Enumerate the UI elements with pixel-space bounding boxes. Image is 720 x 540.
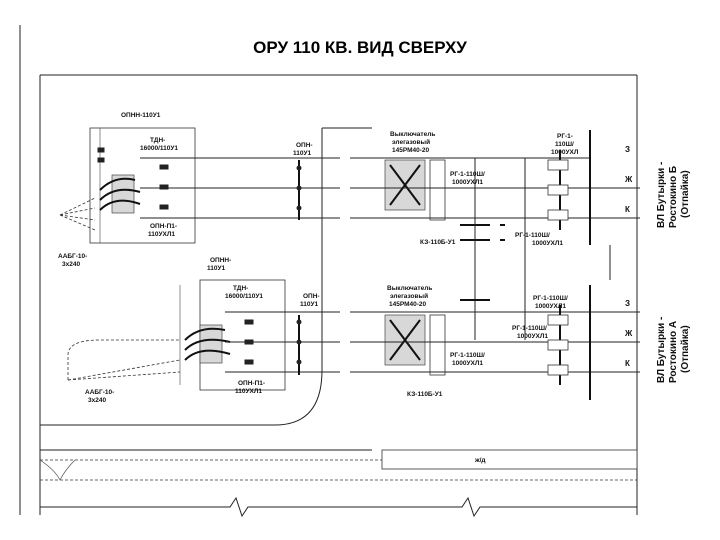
upper-line-label: ВЛ Бутырки - Ростокино Б (Отпайка) <box>656 159 691 228</box>
lower-phase-k: К <box>625 359 630 368</box>
rail-track-box <box>381 449 638 470</box>
lower-breaker-label: Выключатель элегазовый 145РМ40-20 <box>387 285 434 308</box>
lower-opn-label: ОПН- 110У1 <box>300 293 321 308</box>
upper-transformer-label: ТДН- 16000/110У1 <box>140 137 178 152</box>
upper-transformer-body <box>111 174 135 214</box>
access-road: ж/д <box>39 127 638 481</box>
lower-transformer-label: ТДН- 16000/110У1 <box>225 285 263 300</box>
upper-opn-label: ОПН- 110У1 <box>293 142 314 157</box>
upper-opnn-label: ОПНН-110У1 <box>121 112 161 119</box>
site-boundary <box>19 25 638 518</box>
upper-transformer-frame <box>89 127 196 244</box>
upper-phase-z: З <box>625 145 630 154</box>
upper-breaker-label: Выключатель элегазовый 145РМ40-20 <box>390 131 437 154</box>
lower-kz-label: КЗ-110Б-У1 <box>407 391 443 398</box>
upper-cable-label: ААБГ-10- 3х240 <box>58 253 89 268</box>
upper-rg-top-label: РГ-1- 110Ш/ 1000УХЛ <box>551 133 579 156</box>
upper-rg-bottom-label: РГ-1-110Ш/ 1000УХЛ1 <box>515 232 563 247</box>
lower-opnn-label: ОПНН- 110У1 <box>207 257 233 272</box>
upper-bay <box>59 127 640 340</box>
upper-phase-zh: Ж <box>624 175 633 184</box>
lower-opn-p1-label: ОПН-П1- 110УХЛ1 <box>235 380 267 395</box>
lower-rg-top-label: РГ-1-110Ш/ 1000УХЛ1 <box>533 295 570 310</box>
lower-rg-mid-label: РГ-1-110Ш/ 1000УХЛ1 <box>512 325 549 340</box>
lower-phase-z: З <box>625 299 630 308</box>
rail-label: ж/д <box>474 457 486 464</box>
lower-bay <box>67 279 640 400</box>
lower-transformer-body <box>199 324 223 364</box>
upper-opn-p1-label: ОПН-П1- 110УХЛ1 <box>148 223 179 238</box>
lower-rg-bottom-label: РГ-1-110Ш/ 1000УХЛ1 <box>450 352 487 367</box>
upper-rg-left-label: РГ-1-110Ш/ 1000УХЛ1 <box>450 171 487 186</box>
upper-kz-label: КЗ-110Б-У1 <box>420 239 456 246</box>
lower-phase-zh: Ж <box>624 329 633 338</box>
upper-phase-k: К <box>625 205 630 214</box>
page-title: ОРУ 110 КВ. ВИД СВЕРХУ <box>253 38 467 57</box>
lower-line-label: ВЛ Бутырки - Ростокино А (Отпайка) <box>656 314 691 383</box>
lower-cable-label: ААБГ-10- 3х240 <box>85 389 116 404</box>
